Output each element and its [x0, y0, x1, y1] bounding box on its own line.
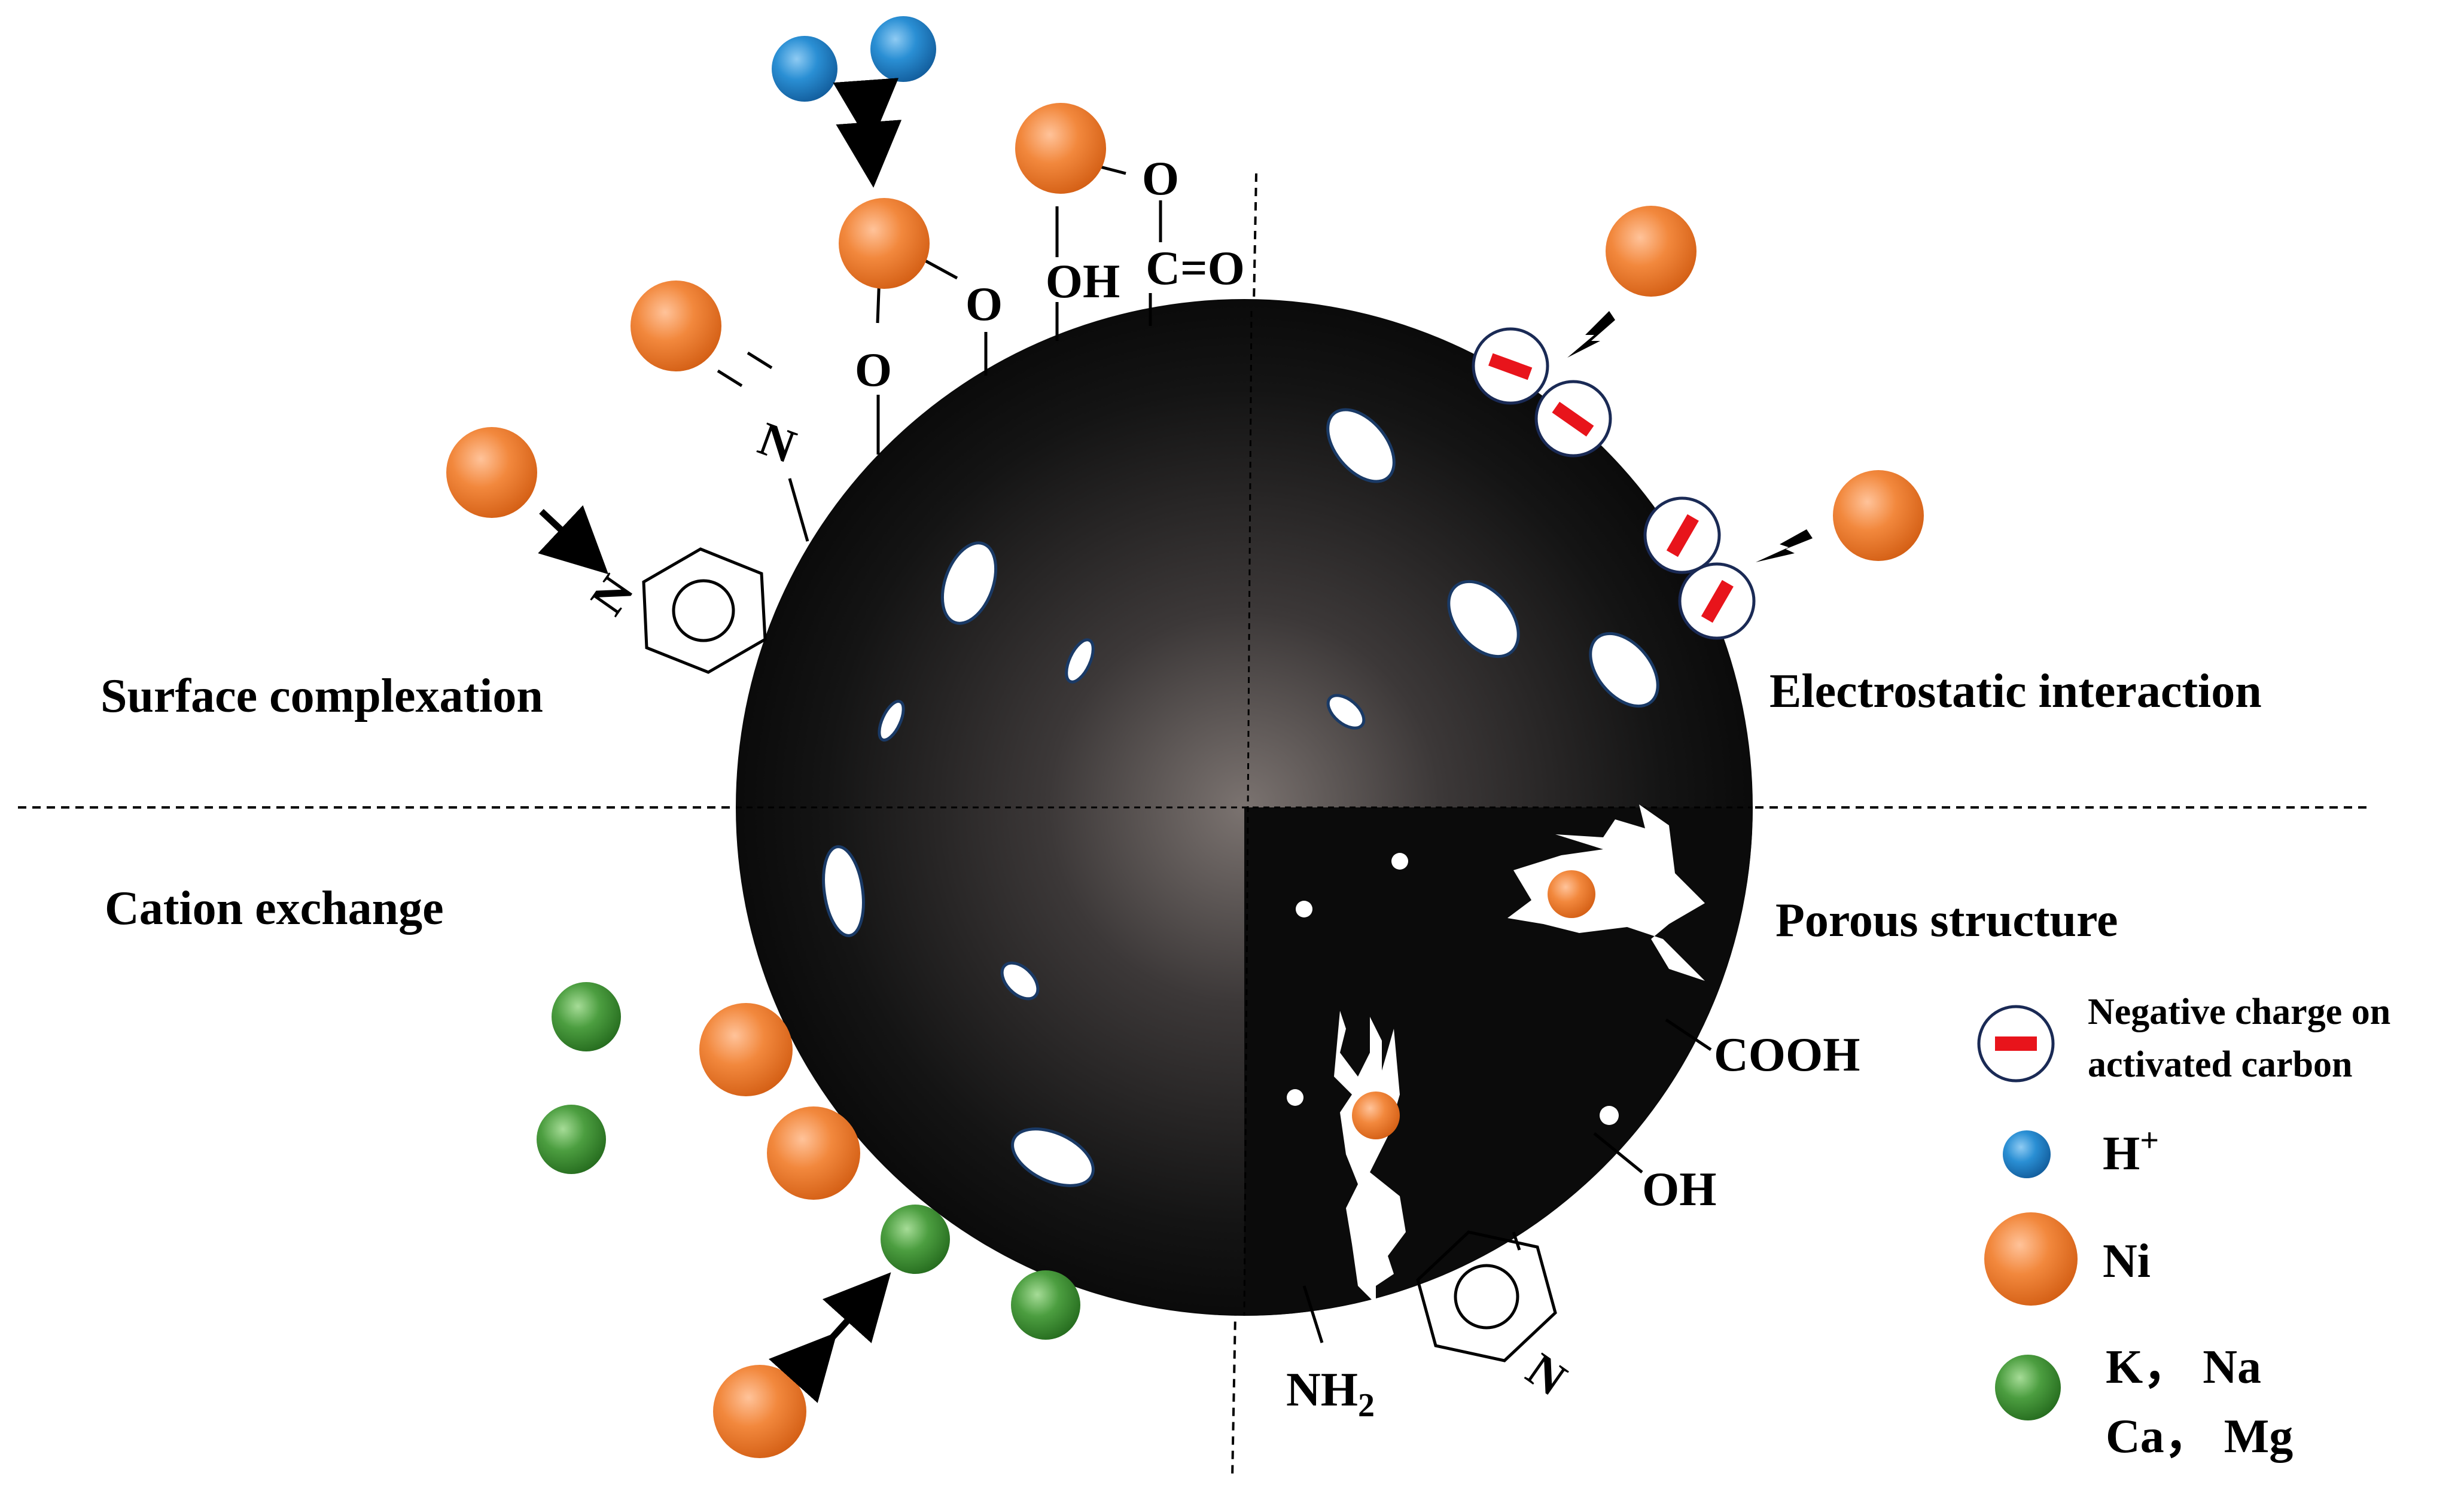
pyridine-ring-bottom — [1416, 1230, 1557, 1362]
ni-ion — [767, 1106, 860, 1200]
label-cation-exchange: Cation exchange — [105, 882, 444, 935]
ni-ion — [1606, 206, 1697, 297]
group-oh-right: OH — [1642, 1163, 1716, 1216]
ni-ion — [631, 281, 721, 371]
ni-ion — [1015, 103, 1106, 194]
lightning-icon — [1567, 311, 1615, 358]
group-o-top: O — [1142, 153, 1179, 205]
h-plus-ion — [870, 16, 936, 82]
ni-ion — [839, 198, 930, 289]
pore-channel-upper — [1507, 804, 1705, 981]
porous-bonds — [1302, 1018, 1712, 1343]
legend-h-plus-superscript: + — [2140, 1122, 2159, 1159]
legend-cations-line1: K， Na — [2106, 1341, 2261, 1394]
group-nh2-base: NH — [1286, 1364, 1358, 1416]
group-o-lower: O — [855, 344, 892, 397]
ni-approach-arrow — [538, 505, 609, 575]
group-n-ring-bottom: N — [1517, 1343, 1576, 1406]
legend-negative-charge-line1: Negative charge on — [2088, 992, 2390, 1032]
ni-ion — [699, 1003, 793, 1096]
label-electrostatic-interaction: Electrostatic interaction — [1769, 665, 2262, 718]
legend-h-plus-icon — [2003, 1130, 2051, 1178]
group-n-ring-left: N — [581, 566, 644, 624]
group-nh2: NH2 — [1286, 1364, 1375, 1424]
ni-ion-in-pore-lower — [1352, 1092, 1400, 1139]
cation-ion — [552, 982, 621, 1051]
h-plus-ion — [772, 36, 837, 102]
micropores — [1287, 853, 1619, 1125]
cation-exchange-arrow — [768, 1272, 891, 1403]
legend-h-plus: H+ — [2103, 1122, 2159, 1180]
negative-charges-upper — [1472, 327, 1612, 458]
negative-charges-lower — [1643, 496, 1756, 640]
cation-ion — [537, 1105, 606, 1174]
ni-ion — [446, 427, 537, 518]
legend-ni-icon — [1984, 1212, 2078, 1306]
legend-cations-line2: Ca， Mg — [2106, 1410, 2293, 1463]
surface-pores — [822, 408, 1659, 1187]
group-n-amine: N — [752, 412, 802, 473]
cation-ion — [881, 1205, 950, 1274]
legend-ni: Ni — [2103, 1235, 2151, 1288]
pore-channel-lower — [1334, 1011, 1406, 1304]
legend: Negative charge on activated carbon H+ N… — [1977, 992, 2390, 1463]
ion-exchange-arrow — [833, 78, 902, 188]
legend-negative-charge-line2: activated carbon — [2088, 1044, 2353, 1085]
group-nh2-subscript: 2 — [1358, 1387, 1375, 1424]
pyridine-ring-left — [642, 547, 767, 674]
cation-ion — [1011, 1270, 1080, 1340]
legend-cations-icon — [1995, 1355, 2061, 1420]
label-porous-structure: Porous structure — [1775, 894, 2118, 947]
lightning-icon — [1756, 529, 1813, 562]
group-oh-top: OH — [1046, 255, 1120, 308]
group-o-middle: O — [966, 278, 1003, 331]
ni-ion — [1833, 470, 1924, 561]
group-cooh: COOH — [1714, 1029, 1860, 1081]
ni-ion-in-pore-upper — [1548, 870, 1595, 918]
group-c-double-o: C=O — [1146, 242, 1245, 295]
ni-ion — [713, 1365, 806, 1458]
legend-h-plus-base: H — [2103, 1127, 2140, 1180]
label-surface-complexation: Surface complexation — [100, 670, 543, 722]
